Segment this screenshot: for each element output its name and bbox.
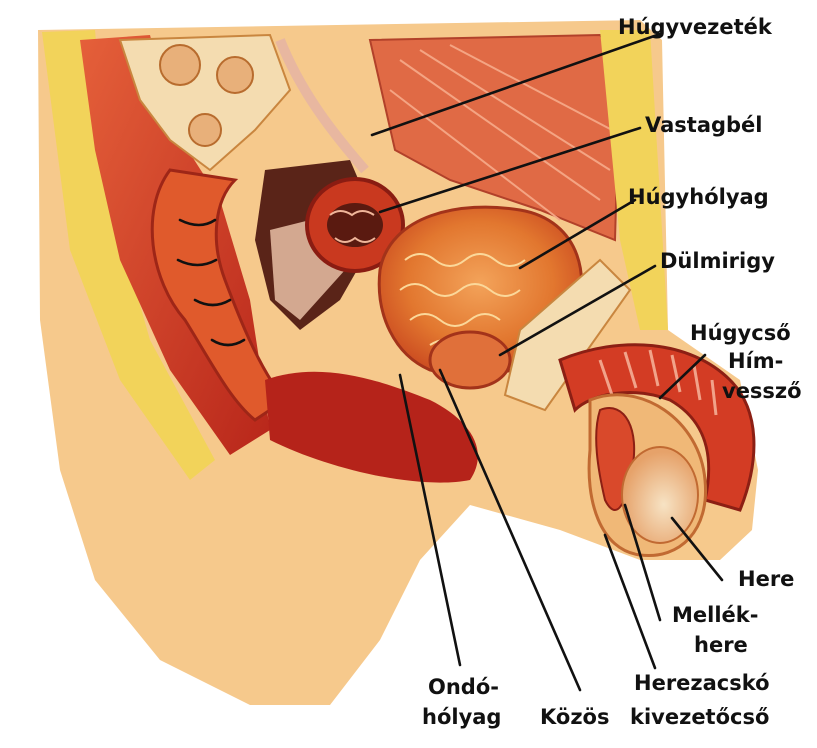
vertebra-3 xyxy=(189,114,221,146)
label-prostate: Dülmirigy xyxy=(660,249,775,273)
label-epididymis-line2: here xyxy=(694,633,748,657)
colon-lumen xyxy=(327,203,383,247)
label-ureter: Húgyvezeték xyxy=(618,15,773,39)
label-colon: Vastagbél xyxy=(645,113,763,137)
label-epididymis-line1: Mellék- xyxy=(672,603,758,627)
label-penis-line1: Hím- xyxy=(728,349,783,373)
label-penis-line2: vessző xyxy=(722,379,802,403)
vertebra-2 xyxy=(217,57,253,93)
label-duct-line1: Közös xyxy=(540,705,609,729)
label-scrotum: Herezacskó xyxy=(634,671,770,695)
label-urethra: Húgycső xyxy=(690,321,791,345)
label-testis: Here xyxy=(738,567,794,591)
vertebra-1 xyxy=(160,45,200,85)
label-vesicle-line2: hólyag xyxy=(422,705,501,729)
prostate xyxy=(430,332,510,388)
label-vesicle-line1: Ondó- xyxy=(428,675,499,699)
label-duct-line2: kivezetőcső xyxy=(630,705,769,729)
label-bladder: Húgyhólyag xyxy=(628,185,769,209)
